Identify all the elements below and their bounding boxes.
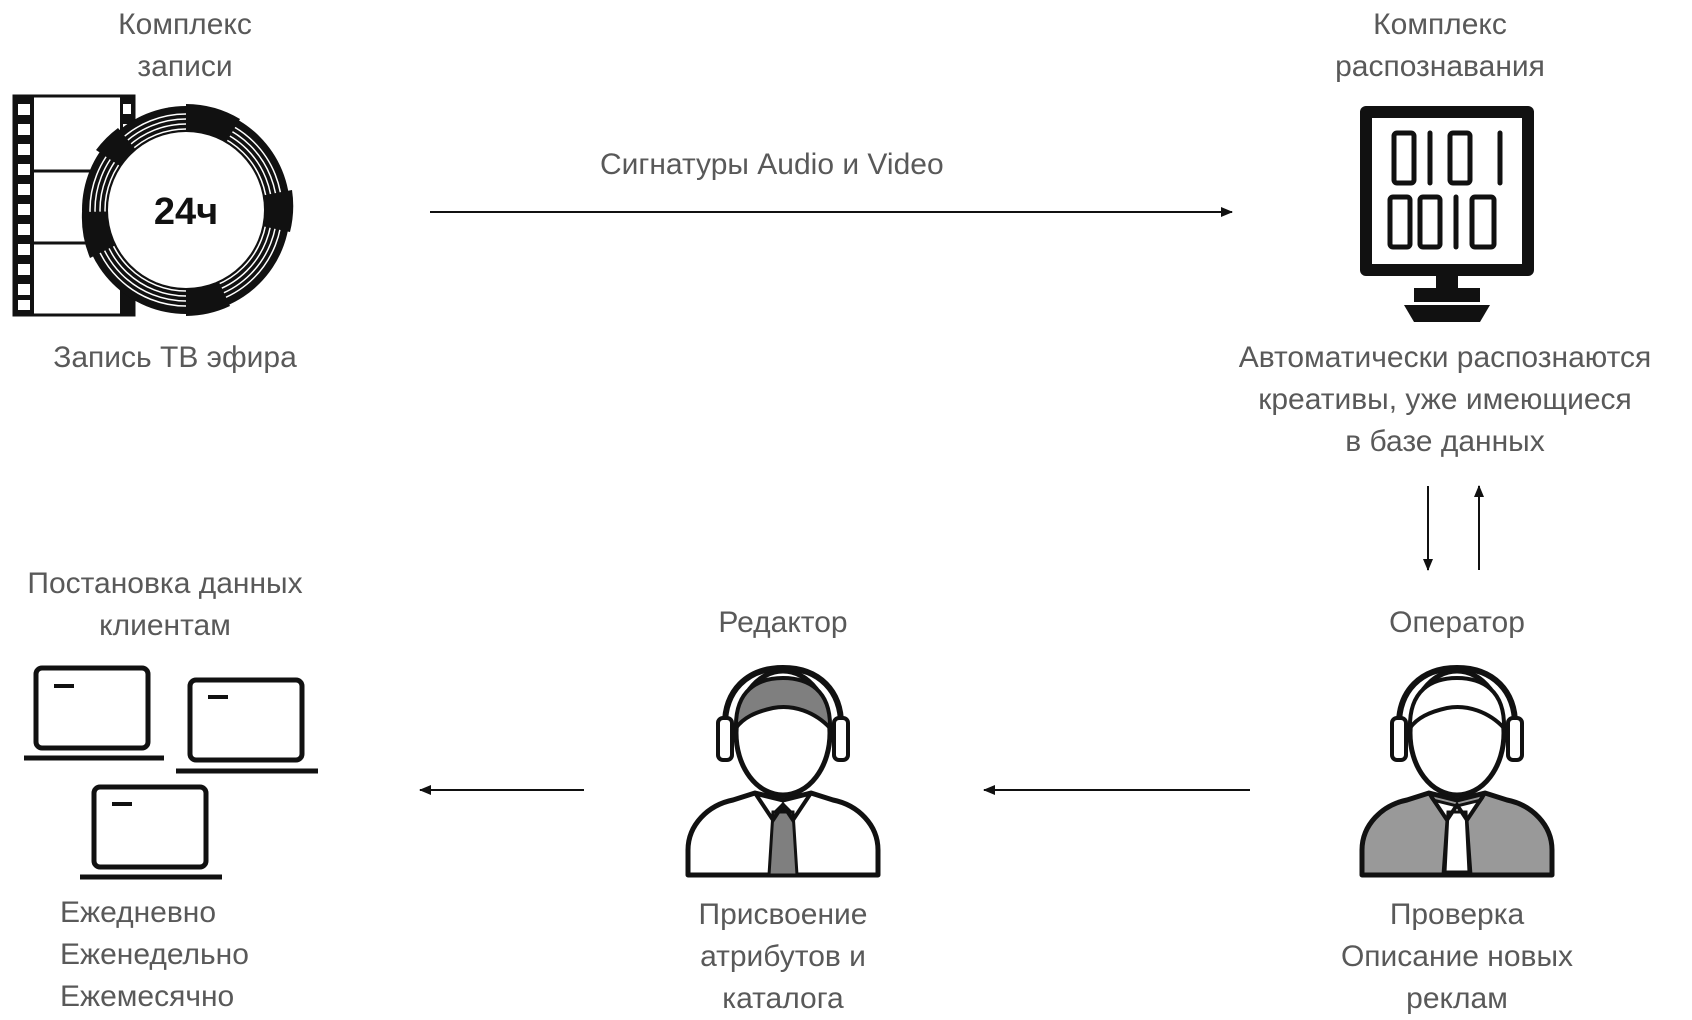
recognition-caption-line-2: креативы, уже имеющиеся (1258, 383, 1632, 416)
operator-title: Оператор (1389, 606, 1525, 639)
operator-caption: Проверка Описание новых реклам (1317, 894, 1597, 1020)
laptop-icon (176, 677, 318, 774)
recognition-title-line-2: распознавания (1335, 50, 1545, 83)
editor-caption-line-2: атрибутов и (700, 940, 866, 973)
editor-title: Редактор (718, 606, 848, 639)
clients-title-line-1: Постановка данных (27, 567, 303, 600)
reel-badge-text: 24ч (154, 191, 218, 233)
operator-caption-line-3: реклам (1406, 982, 1508, 1015)
recognition-title: Комплекс распознавания (1300, 4, 1580, 88)
recognition-caption-line-1: Автоматически распознаются (1238, 341, 1652, 374)
editor-caption-line-1: Присвоение (698, 898, 868, 931)
recognition-caption: Автоматически распознаются креативы, уже… (1205, 337, 1685, 463)
clients-caption: Ежедневно Еженедельно Ежемесячно (60, 892, 249, 1018)
film-reel-icon: 24ч (12, 94, 294, 317)
laptop-icon (80, 784, 222, 880)
recording-caption: Запись ТВ эфира (53, 341, 297, 374)
laptop-icon (24, 665, 164, 761)
editor-caption-line-3: каталога (722, 982, 844, 1015)
operator-person-icon (1359, 664, 1555, 878)
clients-title-line-2: клиентам (99, 609, 231, 642)
signature-edge-label: Сигнатуры Audio и Video (600, 148, 944, 181)
binary-digits-icon (1387, 130, 1503, 250)
recognition-title-line-1: Комплекс (1373, 8, 1507, 41)
monitor-icon (1360, 106, 1534, 322)
recording-title-line-2: записи (137, 50, 233, 83)
recording-title: Комплекс записи (85, 4, 285, 88)
clients-caption-line-3: Ежемесячно (60, 980, 235, 1013)
recording-title-line-1: Комплекс (118, 8, 252, 41)
editor-person-icon (685, 664, 881, 878)
operator-caption-line-2: Описание новых (1340, 940, 1574, 973)
operator-caption-line-1: Проверка (1389, 898, 1525, 931)
clients-caption-line-1: Ежедневно (60, 896, 217, 929)
clients-caption-line-2: Еженедельно (60, 938, 249, 971)
recognition-caption-line-3: в базе данных (1345, 425, 1545, 458)
editor-caption: Присвоение атрибутов и каталога (653, 894, 913, 1020)
clients-title: Постановка данных клиентам (0, 563, 330, 647)
laptops-icon (24, 665, 318, 880)
